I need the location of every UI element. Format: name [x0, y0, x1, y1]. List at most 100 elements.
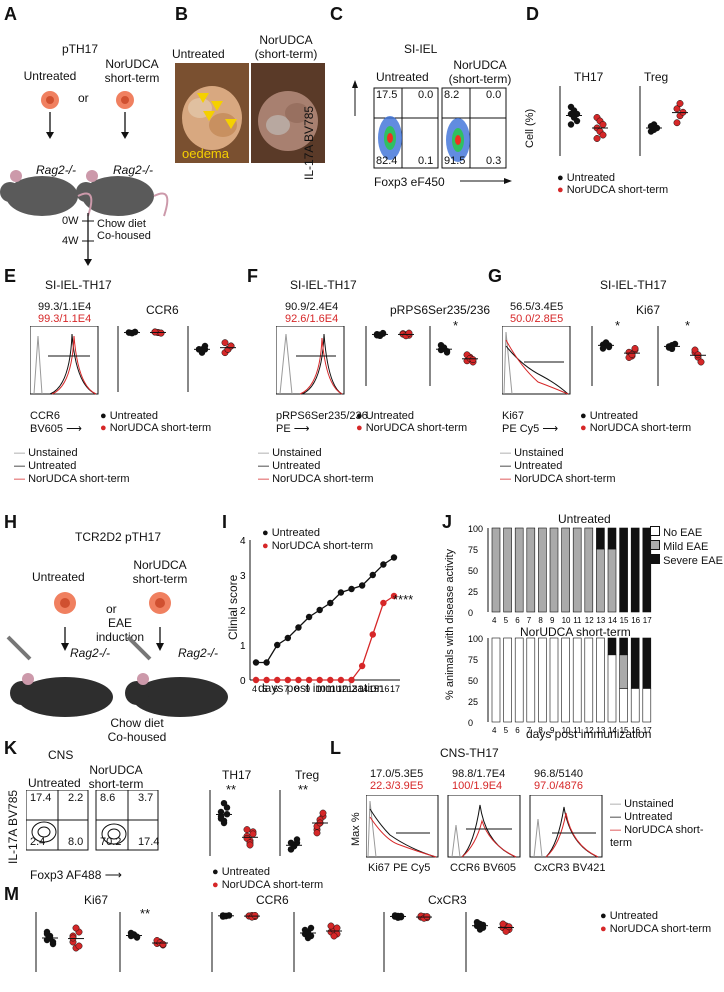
panel-j-bottom-title: NorUDCA short-term — [520, 625, 631, 639]
data-point — [246, 841, 254, 849]
data-point — [305, 613, 313, 621]
quad-c2-ll: 91.5 — [444, 155, 466, 167]
y-tick-label: 25 — [468, 587, 478, 597]
bar-segment — [514, 637, 524, 723]
panel-i-xlab: days post immunization — [258, 681, 384, 695]
panel-e-histogram — [30, 326, 99, 395]
panel-g-sig2: * — [685, 318, 691, 333]
panel-j-ylab: % animals with disease activity — [444, 548, 456, 700]
data-point — [369, 631, 376, 638]
data-point — [252, 676, 260, 684]
panel-d-th17-title: TH17 — [574, 70, 604, 84]
data-point — [243, 826, 251, 834]
panel-g-stat2: 50.0/2.8E5 — [510, 313, 564, 325]
data-point — [505, 923, 513, 931]
data-point — [676, 100, 684, 107]
data-point — [43, 930, 51, 938]
data-point — [274, 676, 281, 684]
panel-j-legend: No EAE Mild EAE Severe EAE — [650, 526, 723, 568]
data-point — [650, 121, 658, 128]
panel-h-or: or — [106, 602, 117, 616]
panel-j-xlab: days post immunization — [526, 727, 652, 741]
panel-d-treg-title: Treg — [644, 70, 669, 84]
data-point — [390, 554, 398, 561]
panel-a-left-label: Untreated — [23, 69, 77, 83]
x-tick-label: 16 — [631, 726, 640, 735]
data-point — [131, 328, 139, 336]
bar-segment — [642, 688, 652, 723]
rag2-label-left: Rag2-/- — [36, 163, 77, 177]
significance-label: *** — [656, 80, 671, 87]
bar-segment — [619, 688, 628, 723]
panel-l-s3a: 96.8/5140 — [534, 768, 583, 780]
quad-c-ur: 0.0 — [418, 89, 434, 101]
x-tick-label: 13 — [596, 726, 605, 735]
quad-k2-ur: 3.7 — [138, 792, 154, 804]
h-rag2-left: Rag2-/- — [70, 646, 111, 660]
data-point — [316, 606, 323, 614]
bar-segment — [584, 637, 594, 723]
panel-g-sig1: * — [615, 318, 621, 333]
x-tick-label: 16 — [631, 616, 640, 625]
panel-l-s2a: 98.8/1.7E4 — [452, 768, 506, 780]
data-point — [337, 589, 345, 596]
data-point — [327, 599, 334, 607]
panel-l-x2: CCR6 BV605 — [450, 862, 517, 874]
data-point — [284, 634, 292, 642]
x-tick-label: 8 — [538, 616, 543, 625]
data-point — [567, 121, 575, 128]
panel-k-col-left: Untreated — [28, 776, 81, 790]
panel-m-g1: Ki67 — [84, 893, 109, 907]
x-tick-label: 8 — [538, 726, 543, 735]
panel-k-t1: TH17 — [222, 768, 252, 782]
bar-segment — [619, 637, 628, 656]
panel-f-histogram — [276, 326, 345, 395]
arrowhead-icon — [197, 93, 209, 103]
panel-i-ylab: Clinial score — [226, 574, 240, 640]
panel-k-title: CNS — [48, 748, 74, 762]
data-point — [369, 571, 376, 579]
panel-l-s2b: 100/1.9E4 — [452, 780, 503, 792]
quad-c-ul: 17.5 — [376, 89, 398, 101]
data-point — [133, 933, 141, 940]
data-point — [217, 808, 225, 816]
data-point — [358, 662, 366, 670]
y-tick-label: 0 — [468, 608, 473, 618]
mouse-icon — [82, 176, 154, 216]
bar-segment — [596, 637, 605, 723]
x-tick-label: 8 — [294, 684, 299, 694]
legend-untreated: ● Untreated — [557, 172, 616, 184]
data-point — [295, 676, 302, 684]
panel-letter-l: L — [330, 738, 341, 758]
hist-legend-f: — Unstained — Untreated — NorUDCA short-… — [258, 447, 374, 485]
x-tick-label: 13 — [596, 616, 605, 625]
data-point — [631, 345, 639, 352]
panel-letter-f: F — [247, 266, 258, 286]
data-point — [221, 339, 229, 347]
data-point — [599, 131, 607, 139]
panel-l-s1b: 22.3/3.9E5 — [370, 780, 424, 792]
data-point — [319, 809, 327, 817]
oedema-label: oedema — [182, 146, 229, 161]
quad-c2-lr: 0.3 — [486, 155, 502, 167]
quad-k2-ul: 8.6 — [100, 792, 116, 804]
panel-f-stat1: 90.9/2.4E4 — [285, 301, 339, 313]
efg-dotplots — [117, 326, 706, 386]
x-tick-label: 15 — [369, 684, 379, 694]
data-point — [573, 117, 581, 125]
data-point — [327, 922, 335, 930]
y-tick-label: 75 — [468, 545, 478, 555]
data-point — [293, 836, 301, 843]
panel-i-legend: ● Untreated● NorUDCA short-term — [262, 527, 374, 552]
panel-k-t2: Treg — [295, 768, 320, 782]
x-tick-label: 7 — [527, 726, 532, 735]
bar-segment — [538, 637, 547, 723]
bar-segment — [561, 637, 570, 723]
panel-k-yaxis: IL-17A BV785 — [6, 789, 20, 864]
panel-g-stat1: 56.5/3.4E5 — [510, 301, 564, 313]
panel-letter-j: J — [442, 512, 453, 532]
bar-segment — [607, 637, 617, 656]
